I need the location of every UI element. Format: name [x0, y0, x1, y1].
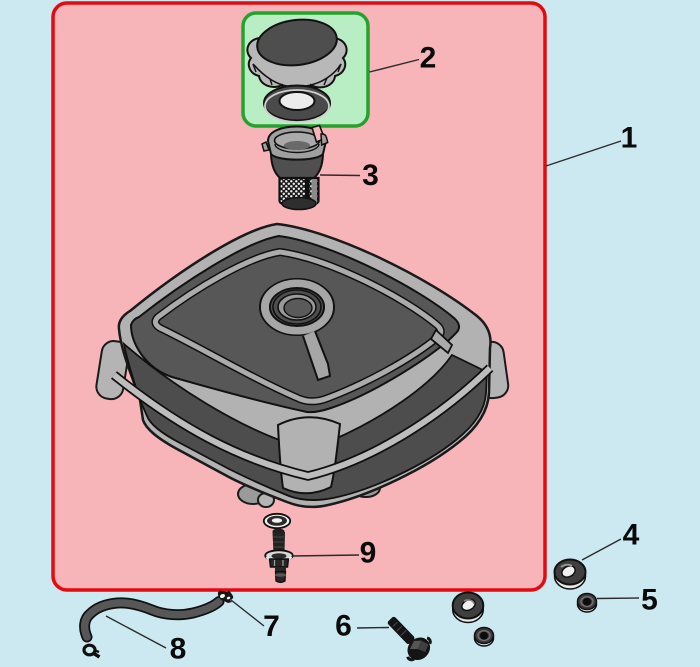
- svg-text:8: 8: [170, 633, 187, 666]
- svg-text:4: 4: [623, 519, 640, 552]
- svg-text:3: 3: [362, 159, 379, 192]
- svg-text:1: 1: [621, 122, 638, 155]
- svg-text:7: 7: [263, 610, 280, 643]
- svg-text:2: 2: [420, 42, 437, 75]
- svg-text:9: 9: [360, 537, 377, 570]
- svg-text:6: 6: [335, 610, 352, 643]
- svg-text:5: 5: [641, 584, 658, 617]
